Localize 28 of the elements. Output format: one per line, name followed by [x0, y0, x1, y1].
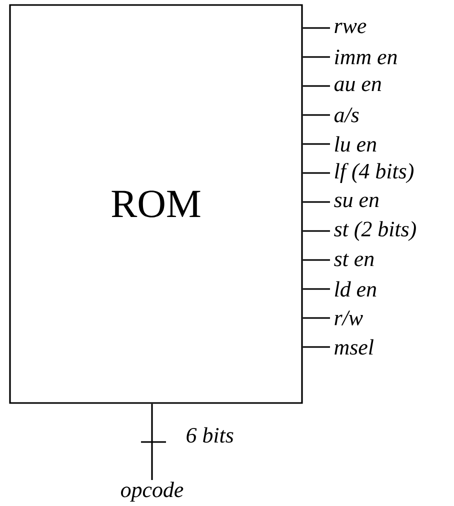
signal-label: opcode: [121, 482, 184, 502]
output-line: [302, 114, 330, 116]
output-line: [302, 230, 330, 232]
input-line: [151, 404, 153, 480]
output-line: [302, 317, 330, 319]
output-line: [302, 56, 330, 58]
output-line: [302, 201, 330, 203]
output-line: [302, 27, 330, 29]
signal-label: rwe: [334, 22, 366, 34]
signal-label: r/w: [334, 310, 363, 326]
edge-label: 6 bits: [186, 427, 234, 443]
output-line: [302, 143, 330, 145]
signal-label: msel: [334, 339, 374, 355]
output-line: [302, 85, 330, 87]
signal-label: lf (4 bits): [334, 162, 414, 184]
output-line: [302, 259, 330, 261]
signal-label: st (2 bits): [334, 221, 416, 241]
signal-label: ld en: [334, 281, 376, 297]
output-line: [302, 346, 330, 348]
rom-box: ROM: [9, 4, 303, 404]
signal-label: au en: [334, 80, 381, 92]
output-line: [302, 288, 330, 290]
signal-label: st en: [334, 254, 374, 266]
signal-label: imm en: [335, 50, 397, 64]
output-line: [302, 172, 330, 174]
signal-label: a/s: [334, 108, 359, 122]
signal-label: su en: [334, 196, 379, 208]
signal-label: lu en: [334, 136, 376, 152]
